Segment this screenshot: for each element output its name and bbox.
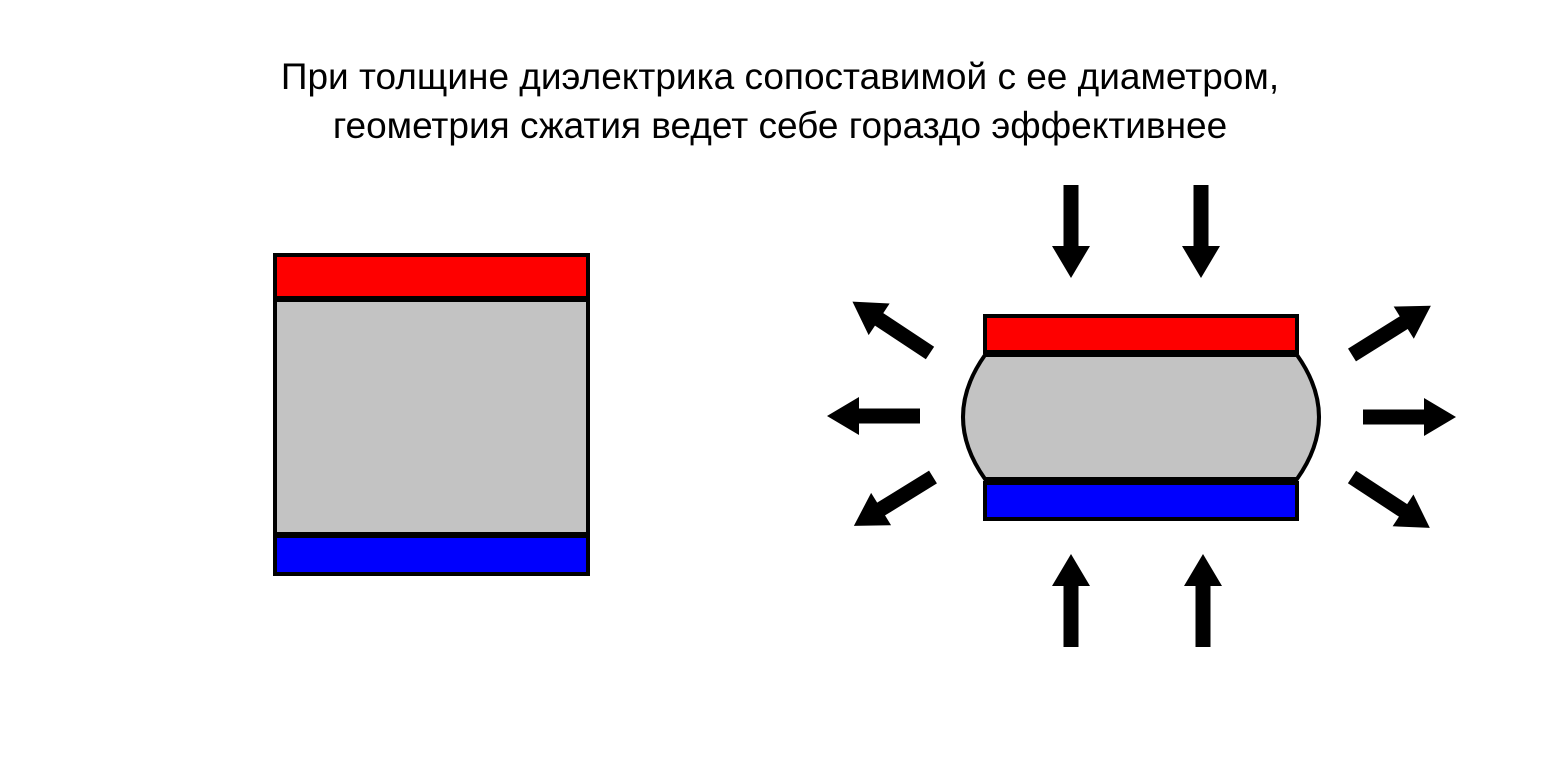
compressed-capacitor-diagram	[961, 314, 1321, 521]
compress-arrow-bottom-left	[1052, 554, 1090, 647]
expand-arrow-left	[827, 397, 920, 435]
title-line-2: геометрия сжатия ведет себе гораздо эффе…	[332, 105, 1228, 146]
right-dielectric-body	[961, 353, 1321, 481]
expand-arrow-lower-left	[853, 470, 937, 526]
flat-capacitor-diagram	[273, 253, 590, 576]
right-bottom-electrode	[983, 481, 1299, 521]
left-bottom-electrode	[273, 534, 590, 576]
left-top-electrode	[273, 253, 590, 300]
compress-arrow-bottom-right	[1184, 554, 1222, 647]
expand-arrow-upper-left	[852, 301, 935, 360]
compress-arrow-top-left	[1052, 185, 1090, 278]
title-line-1: При толщине диэлектрика сопоставимой с е…	[280, 56, 1280, 97]
figure-title: При толщине диэлектрика сопоставимой с е…	[0, 52, 1560, 150]
expand-arrow-upper-right	[1348, 305, 1431, 362]
compress-arrow-top-right	[1182, 185, 1220, 278]
right-top-electrode	[983, 314, 1299, 354]
expand-arrow-lower-right	[1347, 470, 1430, 528]
left-dielectric-body	[273, 298, 590, 536]
force-arrows	[827, 185, 1456, 647]
expand-arrow-right	[1363, 398, 1456, 436]
